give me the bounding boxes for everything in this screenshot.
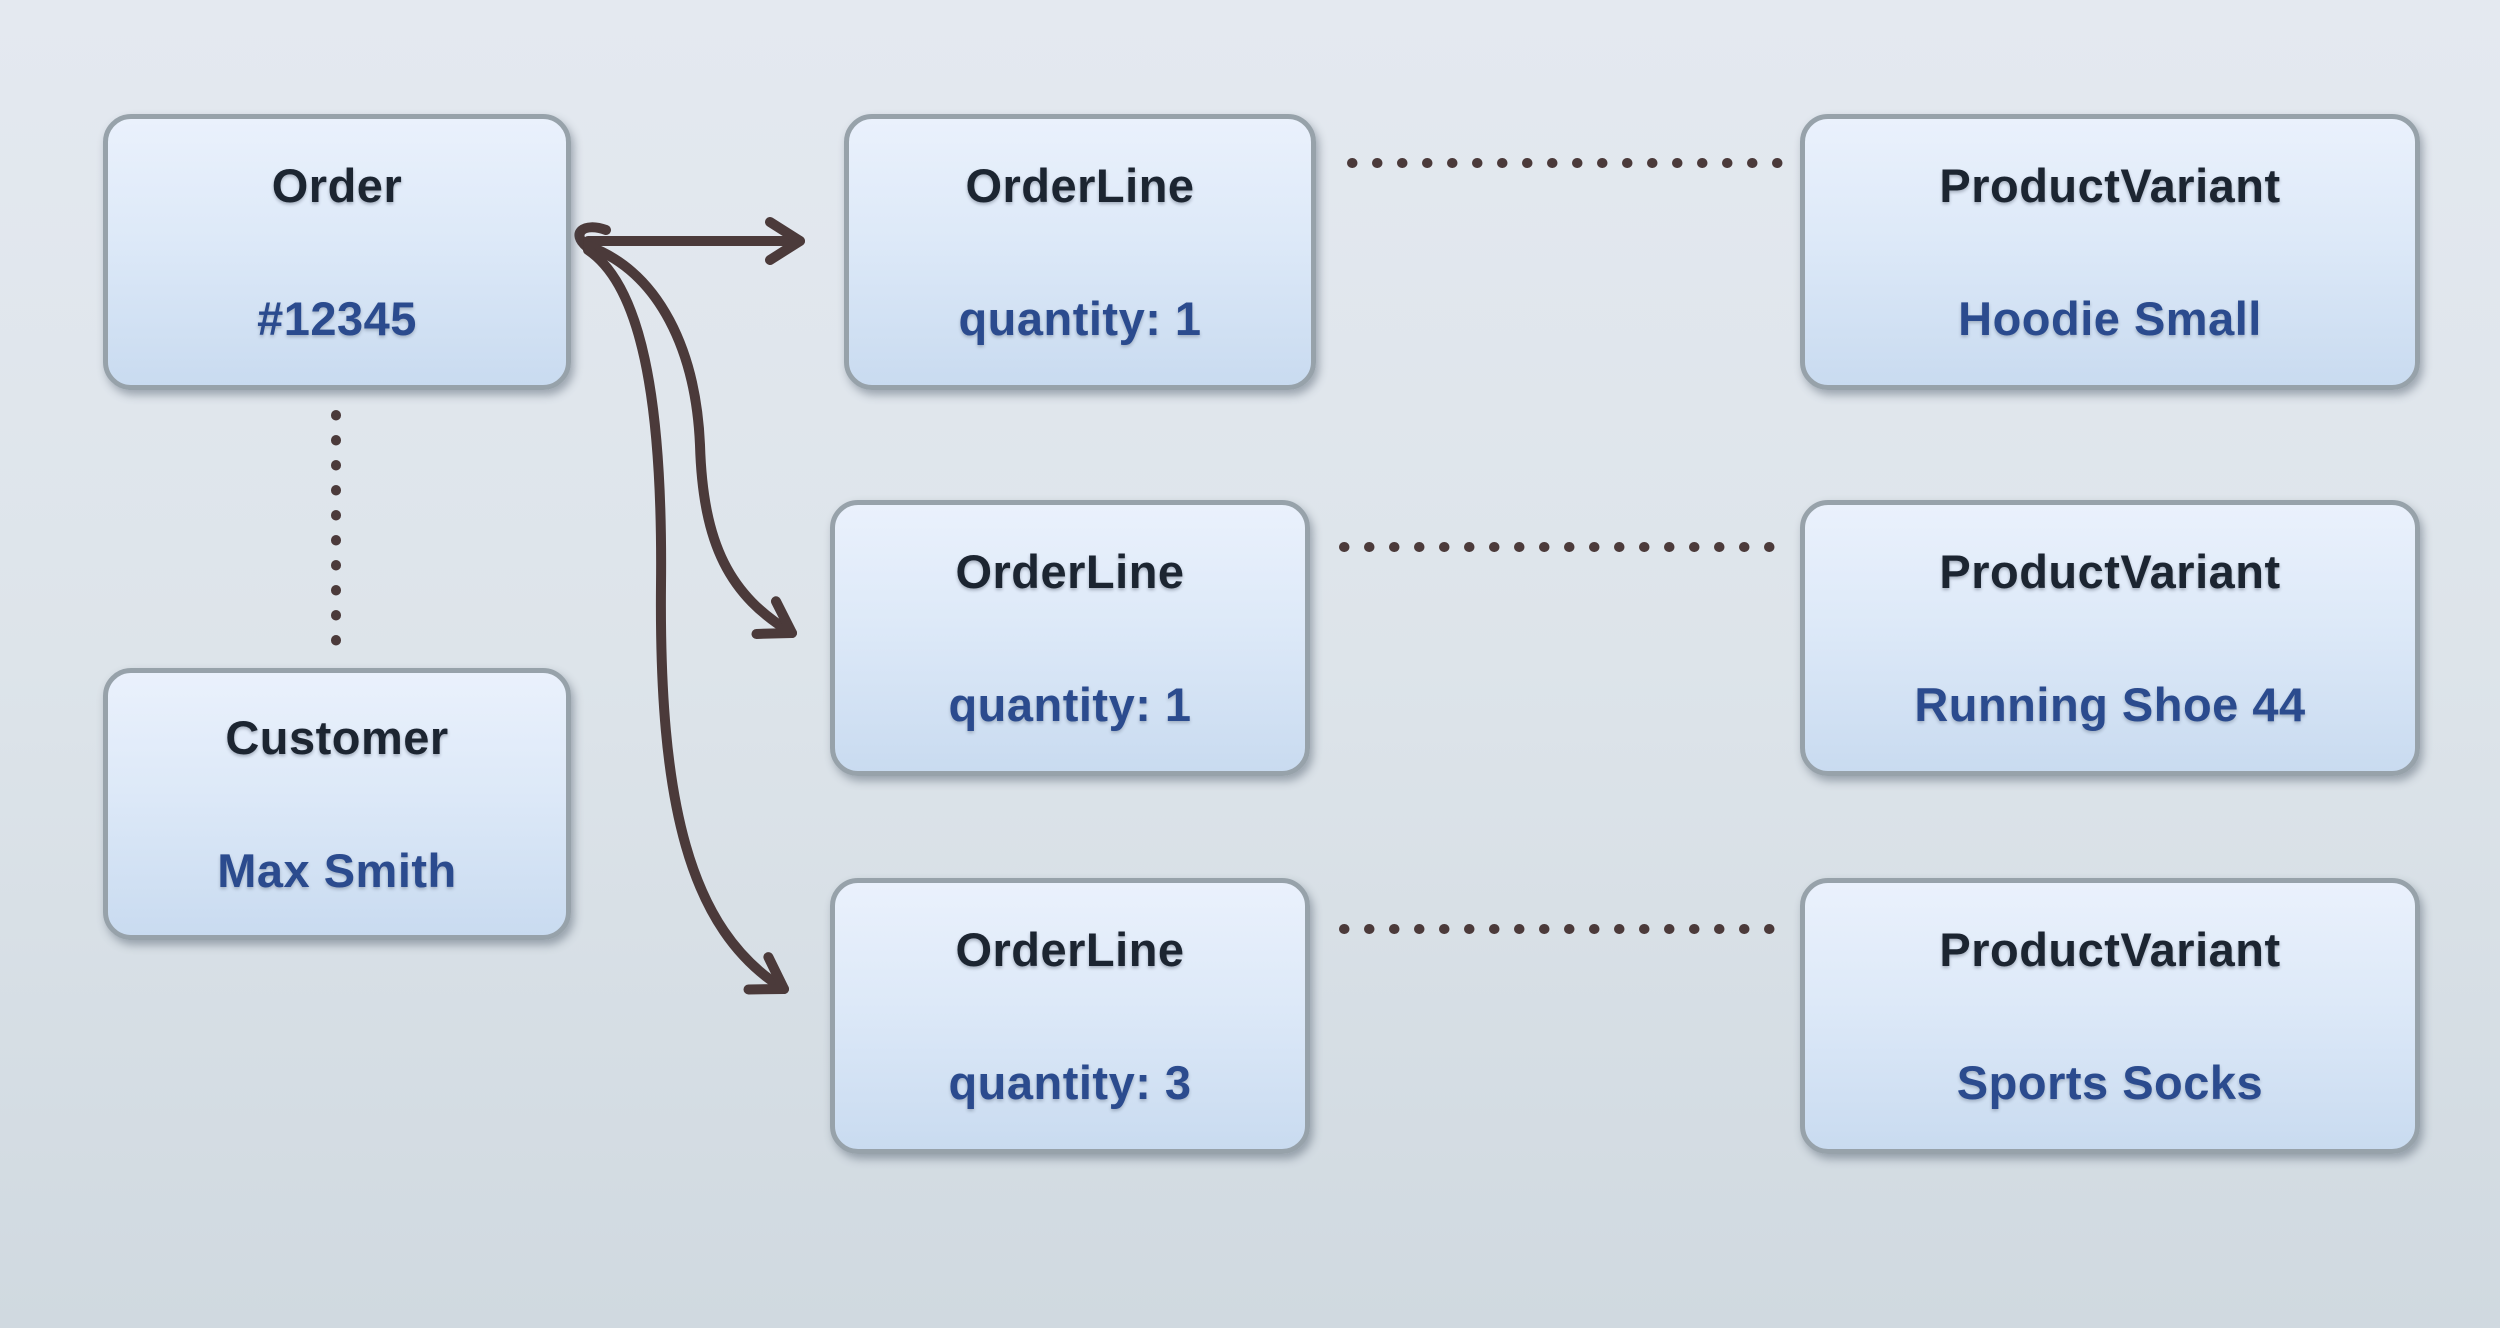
orderline-node-3: OrderLine quantity: 3 xyxy=(830,878,1310,1154)
productvariant-3-title: ProductVariant xyxy=(1939,923,2281,976)
orderline-2-title: OrderLine xyxy=(955,545,1185,598)
productvariant-node-1: ProductVariant Hoodie Small xyxy=(1800,114,2420,390)
arrow-origin-curl xyxy=(574,222,611,252)
productvariant-node-3: ProductVariant Sports Socks xyxy=(1800,878,2420,1154)
productvariant-1-value: Hoodie Small xyxy=(1958,292,2262,345)
orderline-node-2: OrderLine quantity: 1 xyxy=(830,500,1310,776)
order-node: Order #12345 xyxy=(103,114,571,390)
orderline-3-value: quantity: 3 xyxy=(948,1056,1192,1109)
productvariant-2-value: Running Shoe 44 xyxy=(1914,678,2306,731)
orderline-1-value: quantity: 1 xyxy=(958,292,1202,345)
orderline-1-title: OrderLine xyxy=(965,159,1195,212)
customer-node-title: Customer xyxy=(225,711,449,764)
orderline-node-1: OrderLine quantity: 1 xyxy=(844,114,1316,390)
order-node-value: #12345 xyxy=(257,292,417,345)
arrow-order-to-orderline-3 xyxy=(583,245,789,995)
order-node-title: Order xyxy=(271,159,403,212)
productvariant-node-2: ProductVariant Running Shoe 44 xyxy=(1800,500,2420,776)
arrow-order-to-orderline-2 xyxy=(583,241,797,639)
customer-node-value: Max Smith xyxy=(217,844,457,897)
customer-node: Customer Max Smith xyxy=(103,668,571,940)
productvariant-3-value: Sports Socks xyxy=(1956,1056,2264,1109)
productvariant-1-title: ProductVariant xyxy=(1939,159,2281,212)
orderline-3-title: OrderLine xyxy=(955,923,1185,976)
orderline-2-value: quantity: 1 xyxy=(948,678,1192,731)
productvariant-2-title: ProductVariant xyxy=(1939,545,2281,598)
